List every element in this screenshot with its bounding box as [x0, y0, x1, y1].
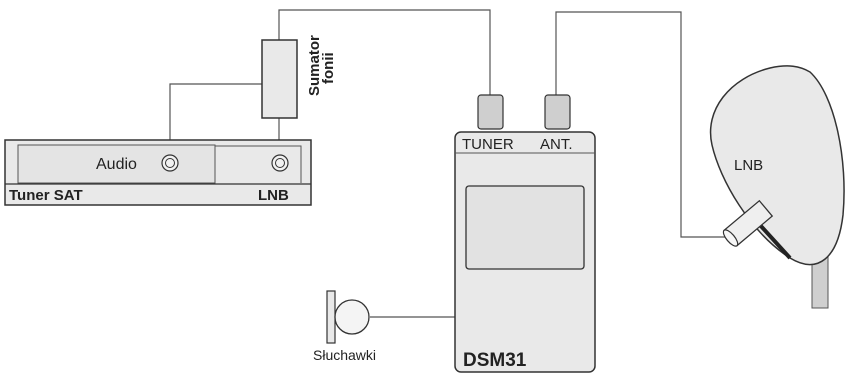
- wires: [169, 9, 732, 318]
- meter-display: [465, 185, 585, 270]
- summator-label-line2: fonii: [320, 52, 337, 84]
- meter-ant-connector: [544, 94, 571, 130]
- lnb-input-connector-icon: [271, 154, 289, 172]
- dish-lnb-label: LNB: [734, 157, 763, 174]
- meter-name: DSM31: [463, 350, 527, 371]
- satellite-dish: [709, 65, 845, 309]
- audio-connector-icon: [161, 154, 179, 172]
- meter-device: [454, 94, 596, 373]
- headphones-icon: [326, 290, 370, 344]
- meter-tuner-label: TUNER: [462, 136, 514, 153]
- meter-ant-label: ANT.: [540, 136, 573, 153]
- dish-arm: [758, 223, 792, 260]
- headphones-label: Słuchawki: [313, 347, 376, 363]
- wire-summator-to-meter-tuner: [278, 9, 491, 95]
- tuner-sat-device: [4, 139, 312, 206]
- wire-meter-ant-to-lnb: [555, 11, 732, 238]
- dish-reflector: [709, 65, 845, 266]
- meter-tuner-connector: [477, 94, 504, 130]
- tuner-lnb-label: LNB: [258, 187, 289, 204]
- lnb-head: [722, 199, 774, 247]
- tuner-sat-name: Tuner SAT: [9, 187, 83, 204]
- summator-label-line1: Sumator: [306, 35, 323, 96]
- wire-audio-to-summator: [169, 83, 265, 162]
- summator-box: [261, 39, 298, 119]
- tuner-audio-label: Audio: [96, 156, 137, 173]
